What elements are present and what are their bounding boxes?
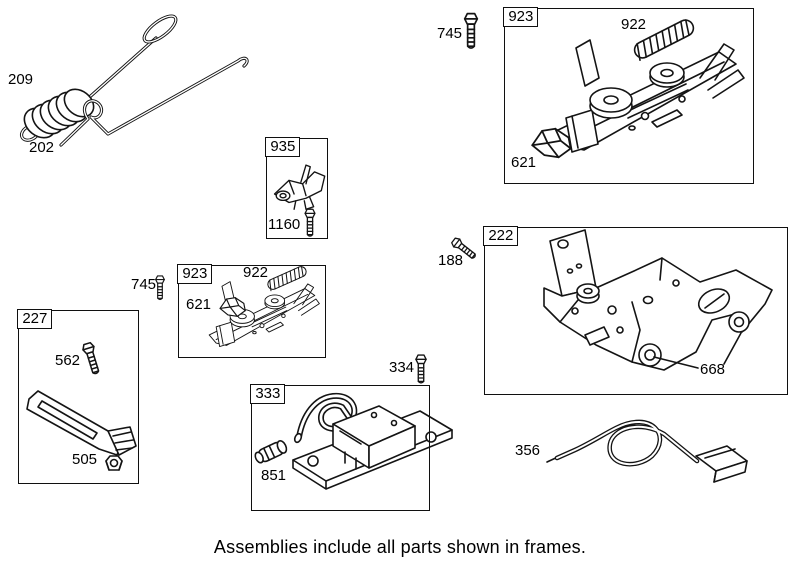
part-label-505: 505: [72, 451, 98, 468]
bracket-222-illustration: [543, 229, 773, 371]
part-label-562: 562: [55, 352, 81, 369]
armature-333-illustration: [252, 392, 453, 490]
frame-923-lower-tag: 923: [177, 264, 213, 285]
part-label-1160: 1160: [268, 216, 301, 233]
part-label-851: 851: [261, 467, 287, 484]
frame-222-tag: 222: [483, 226, 519, 247]
leader-line-668: [653, 332, 742, 369]
part-label-922-lower: 922: [243, 264, 269, 281]
part-label-922-upper: 922: [621, 16, 647, 33]
screw-745-upper-illustration: [463, 12, 479, 49]
part-label-745-lower: 745: [131, 276, 157, 293]
frame-222: 222: [483, 226, 788, 395]
part-label-668: 668: [700, 361, 726, 378]
part-label-745-upper: 745: [437, 25, 463, 42]
part-label-621-upper: 621: [511, 154, 537, 171]
frame-227: 227: [17, 309, 139, 484]
part-label-202: 202: [29, 139, 55, 156]
link-202-illustration: [59, 56, 249, 147]
frame-227-tag: 227: [17, 309, 53, 330]
frame-935-tag: 935: [265, 137, 301, 158]
frame-333: 333: [250, 384, 430, 511]
part-label-334: 334: [389, 359, 415, 376]
diagram-caption: Assemblies include all parts shown in fr…: [213, 537, 587, 557]
part-label-188: 188: [438, 252, 464, 269]
part-label-621-lower: 621: [186, 296, 212, 313]
frame-333-tag: 333: [250, 384, 286, 405]
frame-935: 935: [265, 137, 328, 239]
frame-923-lower: 923: [177, 264, 326, 358]
screw-745-lower-illustration: [155, 275, 165, 301]
screw-334-illustration: [415, 354, 427, 384]
part-label-209: 209: [8, 71, 34, 88]
part-label-356: 356: [515, 442, 541, 459]
lever-227-illustration: [26, 390, 137, 471]
frame-923-upper-tag: 923: [503, 7, 539, 28]
wire-356-illustration: [546, 419, 748, 483]
spring-209-illustration: [19, 14, 178, 142]
frame-923-upper: 923: [503, 7, 754, 184]
